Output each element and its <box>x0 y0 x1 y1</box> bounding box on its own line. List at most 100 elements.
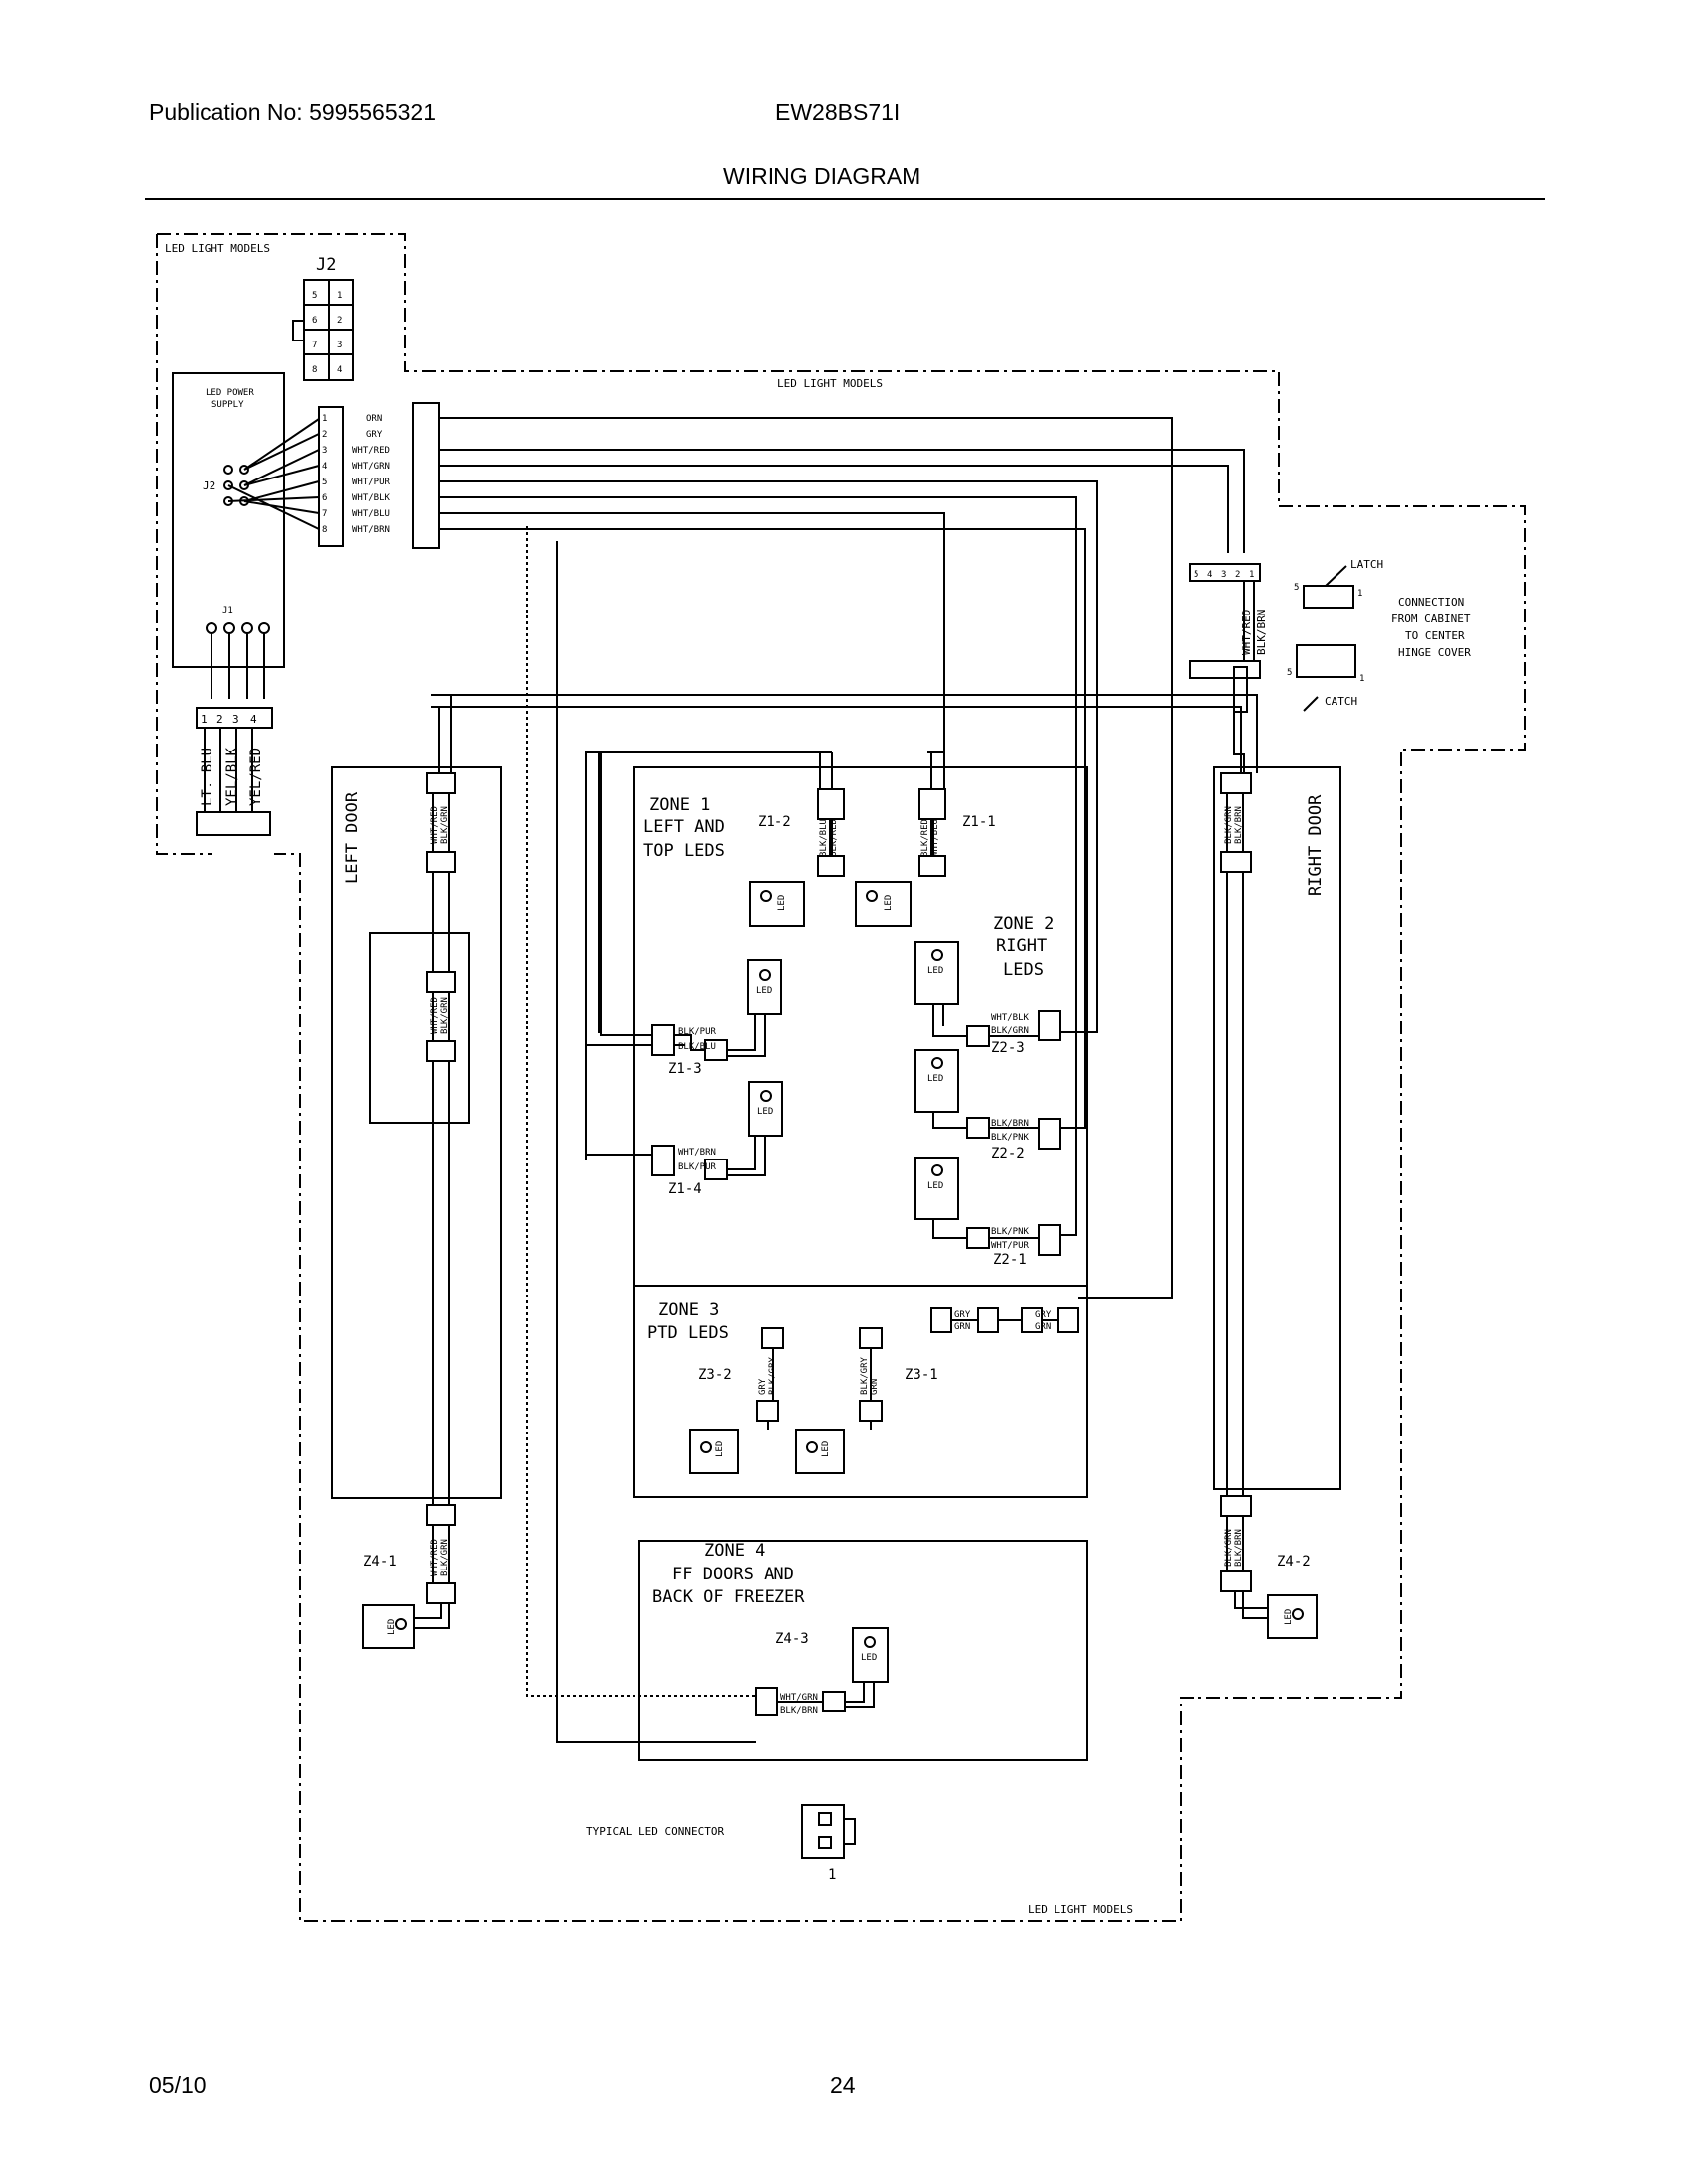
j1-plug <box>196 707 273 729</box>
svg-text:3: 3 <box>1221 570 1226 580</box>
svg-text:GRY: GRY <box>1035 1310 1052 1320</box>
svg-text:BLK/GRN: BLK/GRN <box>440 997 450 1034</box>
svg-text:GRN: GRN <box>870 1379 880 1395</box>
svg-text:LED: LED <box>927 1074 943 1084</box>
svg-text:Z2-3: Z2-3 <box>991 1040 1025 1056</box>
model-number: EW28BS71I <box>775 99 901 125</box>
j2-pin-labels: 5 1 6 2 7 3 8 4 <box>312 291 342 375</box>
typical-led-connector-pin: 1 <box>828 1867 836 1883</box>
svg-text:4: 4 <box>322 462 327 472</box>
page-title: WIRING DIAGRAM <box>723 163 921 189</box>
latch-plug <box>1303 585 1354 609</box>
svg-text:BLK/PUR: BLK/PUR <box>678 1162 717 1172</box>
catch-label: CATCH <box>1325 695 1357 708</box>
svg-text:6: 6 <box>322 493 327 503</box>
svg-text:WHT/BLU: WHT/BLU <box>352 509 390 519</box>
left-door-label: LEFT DOOR <box>343 791 362 884</box>
svg-text:Z3-1: Z3-1 <box>905 1367 938 1383</box>
svg-text:YEL/BLK: YEL/BLK <box>224 747 240 806</box>
led-models-boundary-top <box>156 233 1526 1922</box>
svg-text:CONNECTION: CONNECTION <box>1398 596 1464 609</box>
svg-text:WHT/PUR: WHT/PUR <box>991 1241 1030 1251</box>
svg-text:LED: LED <box>821 1441 831 1457</box>
svg-text:6: 6 <box>312 316 317 326</box>
zone-1-title: ZONE 1 <box>649 795 710 815</box>
svg-text:BLK/BLU: BLK/BLU <box>678 1042 716 1052</box>
svg-text:BLK/BRN: BLK/BRN <box>1234 1529 1244 1567</box>
svg-text:Z4-2: Z4-2 <box>1277 1554 1311 1570</box>
hinge-connector-lower <box>1189 660 1261 679</box>
svg-text:3: 3 <box>232 713 239 726</box>
zone-2-line2: LEDS <box>1003 960 1044 980</box>
led-z2-1 <box>914 1157 959 1220</box>
svg-text:ORN: ORN <box>366 414 382 424</box>
svg-text:BLK/RED: BLK/RED <box>829 819 839 857</box>
svg-text:2: 2 <box>322 430 327 440</box>
svg-text:WHT/RED: WHT/RED <box>352 446 390 456</box>
svg-text:GRY: GRY <box>758 1378 768 1395</box>
svg-text:BLK/BRN: BLK/BRN <box>780 1706 818 1716</box>
led-z1-2 <box>749 881 805 927</box>
svg-text:WHT/BLK: WHT/BLK <box>991 1013 1030 1023</box>
psu-j1-label: J1 <box>222 606 233 615</box>
svg-text:Z1-4: Z1-4 <box>668 1181 702 1197</box>
zone-2-line1: RIGHT <box>996 936 1047 956</box>
zone-2-title: ZONE 2 <box>993 914 1054 934</box>
svg-text:1: 1 <box>322 414 327 424</box>
svg-text:LED: LED <box>884 895 894 911</box>
svg-text:WHT/RED: WHT/RED <box>1240 610 1253 655</box>
led-z3-2 <box>689 1429 739 1474</box>
svg-text:Z4-1: Z4-1 <box>363 1554 397 1570</box>
svg-text:1: 1 <box>1359 674 1364 684</box>
svg-text:Z1-2: Z1-2 <box>758 814 791 830</box>
svg-text:8: 8 <box>312 365 317 375</box>
right-door <box>1213 766 1341 1490</box>
harness-connector-psu <box>318 406 344 547</box>
svg-text:Z4-3: Z4-3 <box>775 1631 809 1647</box>
footer-page: 24 <box>830 2072 856 2098</box>
svg-text:1: 1 <box>1357 589 1362 599</box>
left-door <box>331 766 502 1499</box>
harness-color-labels: ORN GRY WHT/RED WHT/GRN WHT/PUR WHT/BLK … <box>352 414 391 535</box>
svg-text:GRY: GRY <box>366 430 383 440</box>
svg-text:4: 4 <box>1207 570 1212 580</box>
led-models-label-bottom: LED LIGHT MODELS <box>1028 1903 1133 1916</box>
svg-text:TO CENTER: TO CENTER <box>1405 629 1465 642</box>
led-z2-2 <box>914 1049 959 1113</box>
psu-j1-pins <box>206 622 270 699</box>
svg-text:BLK/BRN: BLK/BRN <box>991 1119 1029 1129</box>
svg-text:LED: LED <box>756 986 772 996</box>
title-rule <box>145 198 1545 200</box>
svg-text:2: 2 <box>1235 570 1240 580</box>
svg-text:4: 4 <box>337 365 342 375</box>
svg-text:BLK/RED: BLK/RED <box>920 819 930 857</box>
zone-1-line1: LEFT AND <box>643 817 725 837</box>
svg-text:Z2-2: Z2-2 <box>991 1146 1025 1161</box>
zone-1-line2: TOP LEDS <box>643 841 725 861</box>
left-door-panel <box>369 932 470 1124</box>
right-door-label: RIGHT DOOR <box>1306 794 1326 896</box>
latch-label: LATCH <box>1350 558 1383 571</box>
j1-wire-labels: LT. BLU YEL/BLK YEL/RED <box>200 747 264 806</box>
typical-led-connector-label: TYPICAL LED CONNECTOR <box>586 1825 724 1838</box>
svg-text:GRY: GRY <box>954 1310 971 1320</box>
svg-text:LED: LED <box>757 1107 773 1117</box>
svg-text:BLK/BRN: BLK/BRN <box>1234 806 1244 844</box>
svg-text:GRN: GRN <box>954 1322 970 1332</box>
svg-text:Z3-2: Z3-2 <box>698 1367 732 1383</box>
svg-text:Z1-1: Z1-1 <box>962 814 996 830</box>
svg-text:BLK/GRN: BLK/GRN <box>440 1539 450 1576</box>
svg-text:LED: LED <box>927 1181 943 1191</box>
svg-text:LED: LED <box>927 966 943 976</box>
svg-text:LT. BLU: LT. BLU <box>200 748 215 806</box>
led-module-labels: LED LED LED LED LED LED LED LED LED LED … <box>387 895 1294 1663</box>
svg-text:WHT/BLK: WHT/BLK <box>352 493 391 503</box>
svg-text:BLK/GRN: BLK/GRN <box>1224 1529 1234 1567</box>
svg-text:BLK/GRN: BLK/GRN <box>440 806 450 844</box>
led-models-label-mid: LED LIGHT MODELS <box>777 377 883 390</box>
psu-label-line2: SUPPLY <box>211 400 244 410</box>
hinge-cover-note: CONNECTION FROM CABINET TO CENTER HINGE … <box>1391 596 1471 659</box>
svg-text:WHT/RED: WHT/RED <box>430 997 440 1034</box>
hinge-pin-labels: 5 4 3 2 1 <box>1194 570 1254 580</box>
svg-text:LED: LED <box>861 1653 877 1663</box>
